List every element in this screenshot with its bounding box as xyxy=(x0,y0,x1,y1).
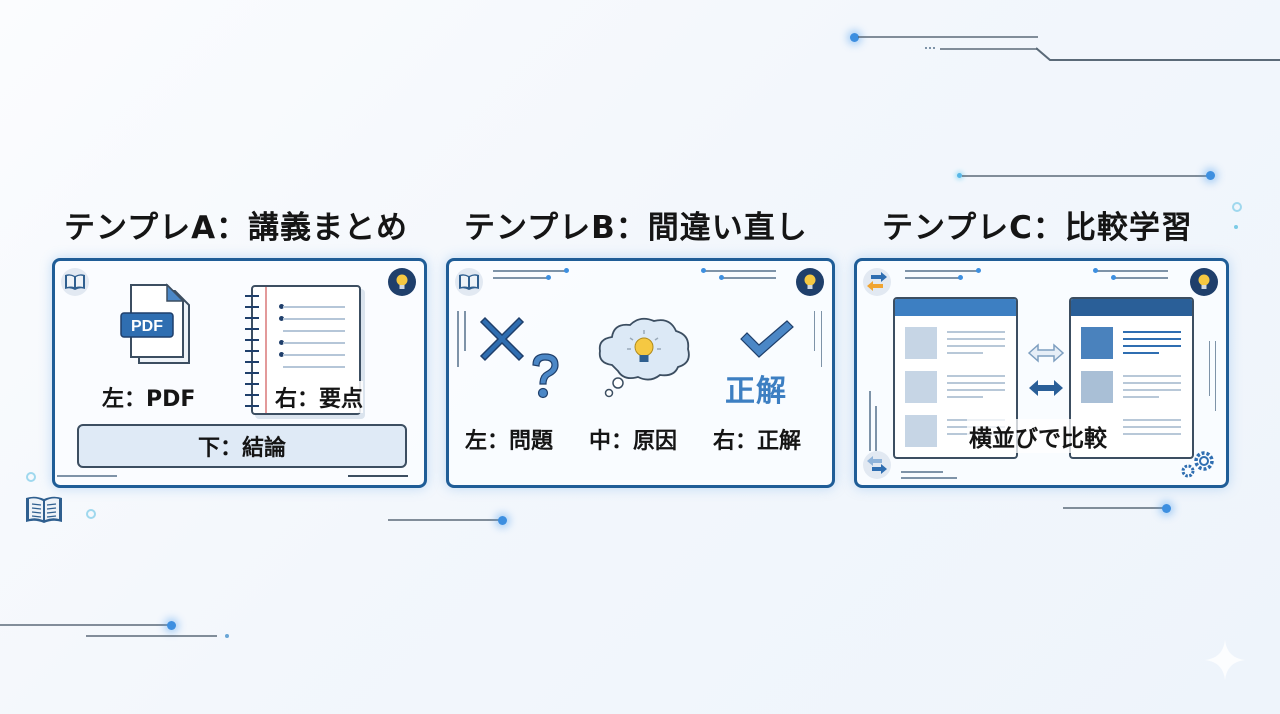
template-a-card: PDF 左：PDF 右：要点 下：結論 xyxy=(52,258,427,488)
deco-ring xyxy=(26,472,36,482)
book-icon xyxy=(26,496,62,523)
deco-dot xyxy=(564,268,569,273)
deco-line xyxy=(493,277,547,279)
deco-ring xyxy=(86,509,96,519)
deco-line xyxy=(1114,277,1168,279)
swap-arrows-icon xyxy=(863,451,891,479)
glow-dot xyxy=(957,173,962,178)
glow-dot xyxy=(167,621,176,630)
swap-arrows-icon xyxy=(863,268,891,296)
correct-answer-text: 正解 xyxy=(725,374,787,409)
template-b-title: テンプレB：間違い直し xyxy=(464,210,808,246)
deco-line xyxy=(388,519,500,521)
conclusion-bar: 下：結論 xyxy=(77,424,407,468)
deco-line xyxy=(901,477,957,479)
lightbulb-icon xyxy=(796,268,824,296)
center-label: 中：原因 xyxy=(589,429,678,454)
deco-line xyxy=(1214,341,1216,411)
deco-angled-line xyxy=(1036,47,1280,61)
deco-line xyxy=(869,391,871,451)
template-c-title: テンプレC：比較学習 xyxy=(882,210,1193,246)
template-c-card: 横並びで比較 xyxy=(854,258,1229,488)
deco-line xyxy=(722,277,776,279)
deco-line xyxy=(704,270,776,272)
bottom-label: 下：結論 xyxy=(197,436,286,461)
deco-line xyxy=(875,406,877,451)
deco-line xyxy=(940,48,1038,50)
deco-dot xyxy=(719,275,724,280)
glow-dot xyxy=(850,33,859,42)
deco-ring xyxy=(1232,202,1242,212)
gears-icon xyxy=(1181,451,1214,478)
deco-dot xyxy=(1111,275,1116,280)
right-label: 右：正解 xyxy=(713,429,802,454)
pdf-file-icon: PDF xyxy=(120,283,190,364)
thought-cloud-lightbulb-icon xyxy=(598,317,690,398)
checkmark-icon xyxy=(740,320,794,358)
two-way-arrow-icon xyxy=(1029,380,1063,396)
comparison-pane-left xyxy=(893,297,1018,459)
right-label: 右：要点 xyxy=(275,381,364,413)
deco-line xyxy=(464,311,466,351)
x-mark-icon xyxy=(479,316,525,362)
book-icon xyxy=(455,268,483,296)
deco-line xyxy=(901,471,943,473)
deco-dot xyxy=(225,634,229,638)
deco-line xyxy=(1096,270,1168,272)
deco-dot xyxy=(1093,268,1098,273)
lightbulb-icon xyxy=(388,268,416,296)
deco-line xyxy=(493,270,565,272)
book-icon xyxy=(61,268,89,296)
glow-dot xyxy=(498,516,507,525)
deco-line xyxy=(813,311,815,351)
template-b-card: 正解 左：問題 中：原因 右：正解 xyxy=(446,258,835,488)
deco-line xyxy=(348,475,408,477)
glow-dot xyxy=(1162,504,1171,513)
template-a-title: テンプレA：講義まとめ xyxy=(64,210,409,246)
deco-line xyxy=(905,277,959,279)
deco-line xyxy=(457,311,459,367)
side-by-side-label: 横並びで比較 xyxy=(967,419,1109,453)
question-mark-icon xyxy=(532,353,559,399)
two-way-arrow-outline-icon xyxy=(1027,343,1065,363)
deco-line xyxy=(1208,341,1210,396)
deco-line xyxy=(57,475,117,477)
deco-line xyxy=(905,270,977,272)
glow-dot xyxy=(1206,171,1215,180)
pdf-badge-text: PDF xyxy=(131,318,163,335)
deco-line xyxy=(86,635,217,637)
deco-dots xyxy=(925,47,935,49)
deco-dot xyxy=(701,268,706,273)
deco-line xyxy=(0,624,170,626)
left-label: 左：問題 xyxy=(465,429,554,454)
deco-dot xyxy=(976,268,981,273)
deco-line xyxy=(962,175,1210,177)
left-label: 左：PDF xyxy=(102,387,196,412)
deco-dot xyxy=(958,275,963,280)
deco-dot xyxy=(1234,225,1238,229)
deco-line xyxy=(820,311,822,367)
sparkle-icon xyxy=(1205,640,1245,680)
lightbulb-icon xyxy=(1190,268,1218,296)
deco-line xyxy=(858,36,1038,38)
deco-line xyxy=(1063,507,1167,509)
deco-dot xyxy=(546,275,551,280)
